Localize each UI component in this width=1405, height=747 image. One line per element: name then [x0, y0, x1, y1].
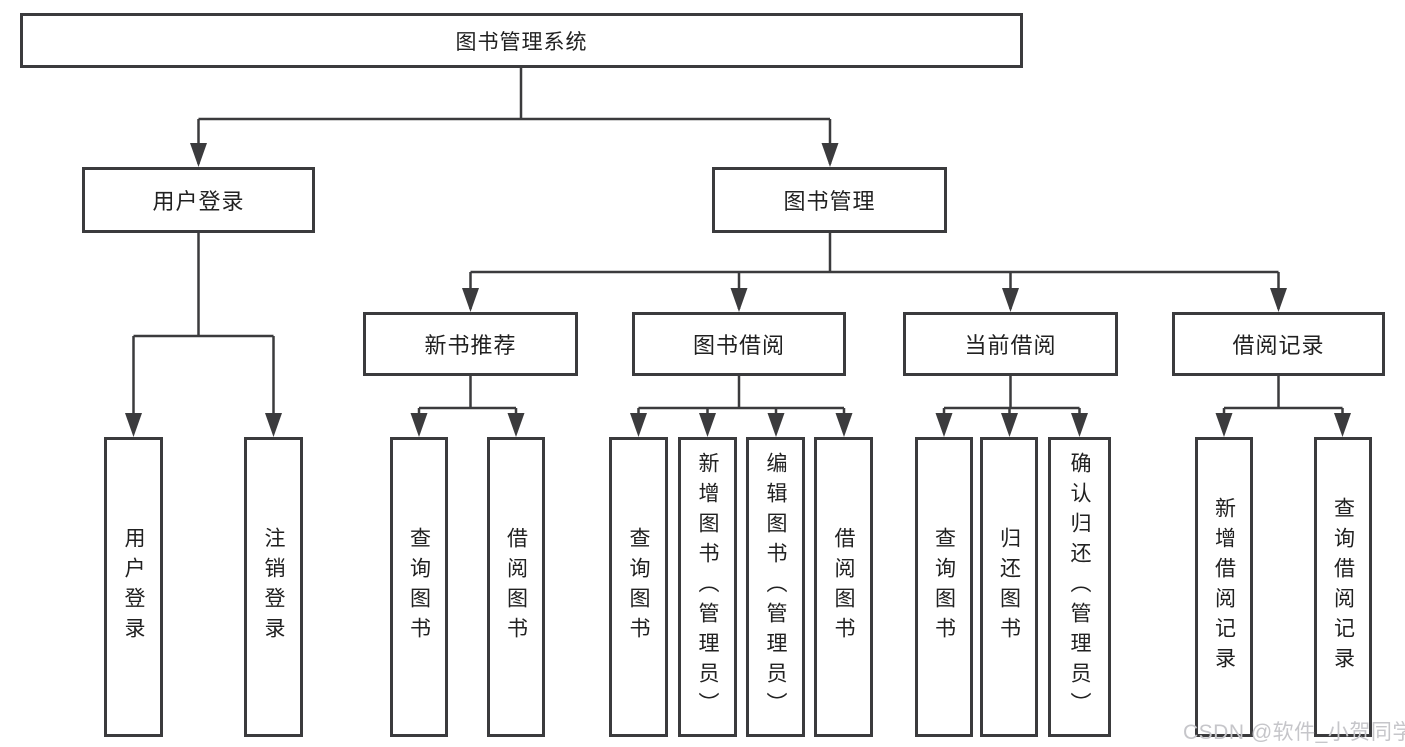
node-current-borrowing: 当前借阅: [903, 312, 1118, 376]
node-label: 图书管理系统: [455, 30, 588, 54]
leaf-query-books-2: 查询图书: [609, 437, 668, 737]
node-label: 新增借阅记录: [1212, 497, 1236, 677]
leaf-logout: 注销登录: [244, 437, 303, 737]
leaf-query-borrow-record: 查询借阅记录: [1314, 437, 1372, 737]
leaf-user-login: 用户登录: [104, 437, 163, 737]
node-borrowing-records: 借阅记录: [1172, 312, 1385, 376]
node-label: 借阅记录: [1232, 333, 1325, 358]
node-label: 编辑图书（管理员）: [764, 452, 787, 722]
watermark: CSDN @软件_小贺同学: [1183, 721, 1405, 744]
node-label: 图书管理: [783, 189, 876, 214]
node-label: 借阅图书: [504, 527, 528, 647]
node-label: 查询借阅记录: [1331, 497, 1355, 677]
node-user-login: 用户登录: [82, 167, 315, 233]
node-new-book-recommendation: 新书推荐: [363, 312, 578, 376]
leaf-confirm-return-admin: 确认归还（管理员）: [1048, 437, 1111, 737]
node-book-management: 图书管理: [712, 167, 947, 233]
node-label: 查询图书: [932, 527, 956, 647]
node-label: 注销登录: [262, 527, 285, 647]
leaf-borrow-books-2: 借阅图书: [814, 437, 873, 737]
leaf-add-borrow-record: 新增借阅记录: [1195, 437, 1253, 737]
node-label: 借阅图书: [832, 527, 855, 647]
node-label: 新增图书（管理员）: [696, 452, 719, 722]
node-label: 用户登录: [152, 189, 245, 214]
node-label: 新书推荐: [424, 333, 517, 358]
leaf-query-books-3: 查询图书: [915, 437, 973, 737]
leaf-borrow-books-1: 借阅图书: [487, 437, 545, 737]
leaf-edit-books-admin: 编辑图书（管理员）: [746, 437, 805, 737]
leaf-return-books: 归还图书: [980, 437, 1038, 737]
leaf-add-books-admin: 新增图书（管理员）: [678, 437, 737, 737]
node-label: 归还图书: [997, 527, 1021, 647]
node-label: 用户登录: [122, 527, 145, 647]
node-label: 图书借阅: [692, 333, 785, 358]
node-label: 查询图书: [627, 527, 650, 647]
node-label: 当前借阅: [964, 333, 1057, 358]
node-label: 确认归还（管理员）: [1068, 452, 1091, 722]
leaf-query-books-1: 查询图书: [390, 437, 448, 737]
node-label: 查询图书: [407, 527, 431, 647]
node-book-borrowing: 图书借阅: [632, 312, 846, 376]
node-library-management-system: 图书管理系统: [20, 13, 1023, 68]
